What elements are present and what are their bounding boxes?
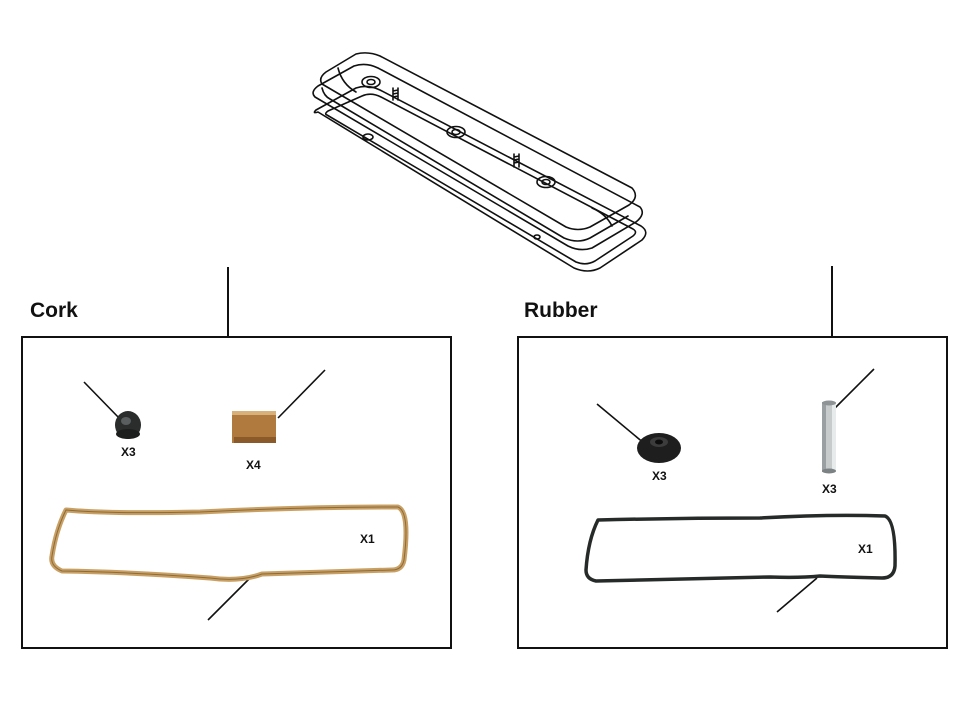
- cover-top: [319, 52, 637, 231]
- rubber-grommet-qty: X3: [652, 469, 667, 483]
- cork-gasket-qty: X1: [360, 532, 375, 546]
- cork-block-icon: [232, 411, 276, 443]
- cork-parts-panel: [21, 336, 452, 649]
- cork-block-leader: [277, 369, 326, 419]
- boss-2: [446, 125, 466, 139]
- rubber-section-title: Rubber: [524, 299, 598, 322]
- cover-rim: [312, 63, 644, 251]
- cork-gasket-leader: [207, 575, 253, 621]
- cover-side-line: [321, 87, 629, 242]
- rubber-grommet-leader: [596, 403, 646, 445]
- stud-1: [392, 87, 399, 101]
- cork-grommet-icon: [115, 411, 141, 439]
- boss-3: [536, 175, 556, 189]
- stud-2: [513, 153, 520, 168]
- cover-gasket-inner: [324, 93, 637, 265]
- cork-grommet-qty: X3: [121, 445, 136, 459]
- rubber-tube-icon: [822, 400, 836, 474]
- rubber-tube-leader: [833, 368, 875, 410]
- rubber-gasket-leader: [776, 577, 818, 613]
- rocker-cover-drawing-icon: [312, 52, 647, 272]
- rubber-tube-qty: X3: [822, 482, 837, 496]
- boss-1: [361, 75, 381, 89]
- cork-block-qty: X4: [246, 458, 261, 472]
- cover-end-right: [591, 207, 613, 227]
- cork-grommet-leader: [83, 381, 121, 420]
- rubber-gasket-icon: [584, 513, 897, 583]
- rubber-gasket-qty: X1: [858, 542, 873, 556]
- cover-gasket-outline: [313, 85, 647, 272]
- rubber-parts-panel: [517, 336, 948, 649]
- rubber-grommet-icon: [637, 433, 681, 463]
- cork-section-title: Cork: [30, 299, 78, 322]
- cover-end-left: [337, 67, 357, 93]
